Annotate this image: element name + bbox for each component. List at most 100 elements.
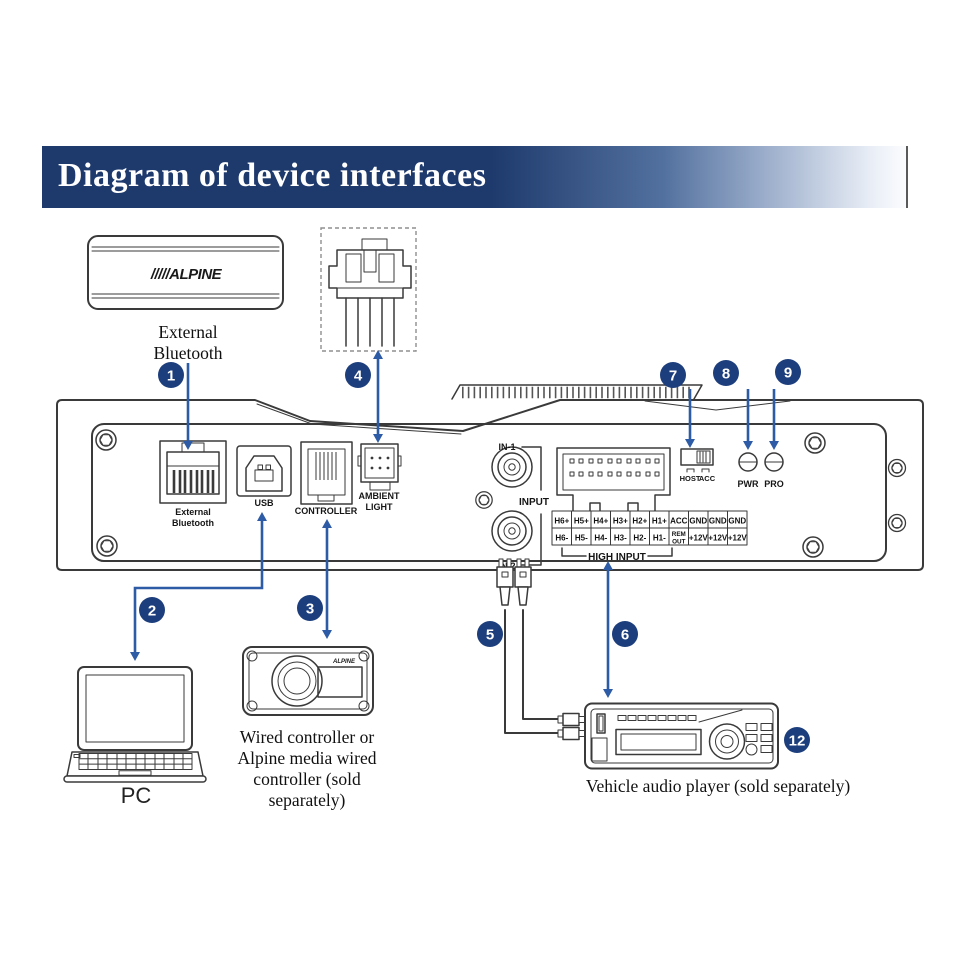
- arrow-3-head-down: [322, 630, 332, 639]
- pc-drawing: [63, 666, 207, 783]
- terminal-cell: H3-: [614, 534, 627, 543]
- in1-label: IN-1: [498, 442, 515, 452]
- controller-jack-pins: [315, 452, 337, 480]
- rca-cable-assembly: [496, 558, 588, 741]
- bluetooth-module-ridges: [91, 246, 280, 299]
- player-small-buttons: [745, 723, 773, 753]
- terminal-cell: H1+: [652, 517, 667, 526]
- arrow-4-head-down: [373, 434, 383, 443]
- connector-center-key: [363, 249, 377, 273]
- arrow-2-head-down: [130, 652, 140, 661]
- ambient-tab: [369, 481, 391, 491]
- acc-label: ACC: [699, 474, 716, 483]
- laptop-power-button: [73, 754, 81, 758]
- chassis-crease-right: [644, 400, 791, 411]
- high-input-terminal-block: H6+ H5+ H4+ H3+ H2+ H1+ ACC GND GND GND …: [551, 510, 748, 557]
- arrow-4-head-up: [373, 350, 383, 359]
- player-button-row: [617, 715, 697, 721]
- screw-flange-bottom: [887, 513, 907, 533]
- callout-6: 6: [612, 621, 638, 647]
- rca-input-jacks: [491, 446, 542, 566]
- terminal-cell: H4+: [593, 517, 608, 526]
- terminal-cell: H6+: [554, 517, 569, 526]
- screw-top-right: [804, 432, 826, 454]
- wired-controller-drawing: ALPINE: [242, 646, 374, 716]
- pwr-indicator: [738, 452, 758, 472]
- terminal-cell: GND: [709, 517, 727, 526]
- ext-bt-label-line2: Bluetooth: [172, 518, 214, 528]
- harness-socket-inner: [562, 453, 665, 491]
- arrow-1-head: [183, 441, 193, 450]
- terminal-cell: H3+: [613, 517, 628, 526]
- audio-player-drawing: [584, 702, 779, 770]
- laptop-screen: [85, 674, 185, 743]
- player-left-panel: [591, 737, 608, 762]
- screw-flange-top: [887, 458, 907, 478]
- svg-text:4: 4: [354, 368, 363, 385]
- callout-2: 2: [139, 597, 165, 623]
- usb-b-inner: [254, 469, 274, 482]
- dashed-outline: [320, 227, 417, 352]
- page-title: Diagram of device interfaces: [58, 157, 487, 194]
- svg-text:2: 2: [148, 603, 156, 620]
- high-input-label: HIGH INPUT: [588, 552, 646, 563]
- terminal-cell: H1-: [653, 534, 666, 543]
- ambient-light-port: [357, 443, 402, 491]
- svg-text:3: 3: [306, 601, 314, 618]
- player-crease: [698, 709, 743, 723]
- controller-port: [300, 441, 353, 505]
- switch-knob: [696, 450, 711, 464]
- arrow-6-head-up: [603, 561, 613, 570]
- plug-left: [496, 558, 514, 606]
- terminal-cell: +12V: [689, 534, 709, 543]
- usb-label: USB: [254, 498, 274, 508]
- ext-bt-label-line1: External: [175, 507, 211, 517]
- switch-position-marks: [686, 468, 710, 473]
- title-banner: Diagram of device interfaces: [42, 146, 908, 208]
- arrow-8-head: [743, 441, 753, 450]
- connector-top-tab: [361, 238, 388, 251]
- player-knob: [708, 723, 746, 760]
- switch-knob-ridges: [699, 451, 707, 463]
- terminal-cell: H2-: [633, 534, 646, 543]
- harness-connector-box: [320, 227, 417, 352]
- pwr-label: PWR: [738, 479, 759, 489]
- screw-bottom-right: [802, 536, 824, 558]
- connector-wires: [345, 297, 395, 347]
- pro-label: PRO: [764, 479, 784, 489]
- callout-4: 4: [345, 362, 371, 388]
- alpine-logo: /////ALPINE: [150, 266, 223, 283]
- terminal-cell: H5+: [574, 517, 589, 526]
- plug-right: [514, 558, 532, 606]
- rear-panel-face: [91, 423, 887, 562]
- svg-text:7: 7: [669, 368, 677, 385]
- player-round-button: [745, 743, 758, 756]
- leader-arrows: [130, 350, 779, 698]
- pc-caption: PC: [121, 783, 152, 808]
- arrow-6-head-down: [603, 689, 613, 698]
- controller-caption-line1: Wired controller or: [240, 727, 375, 747]
- screw-bottom-left: [96, 535, 118, 557]
- terminal-cell: +12V: [728, 534, 748, 543]
- player-usb-slot-inner: [598, 715, 604, 732]
- connector-slot-left: [345, 253, 362, 283]
- terminal-cell: H6-: [555, 534, 568, 543]
- high-input-bracket: [561, 547, 673, 557]
- svg-text:6: 6: [621, 627, 629, 644]
- rca-plug-lower: [557, 726, 588, 741]
- controller-caption-line2: Alpine media wired: [238, 748, 377, 768]
- svg-text:8: 8: [722, 366, 730, 383]
- player-display: [615, 728, 702, 756]
- switch-body: [680, 448, 714, 466]
- connector-body: [328, 249, 412, 299]
- controller-faceplate: [248, 652, 368, 710]
- rca-wires: [504, 609, 560, 734]
- bluetooth-caption-line2: Bluetooth: [153, 343, 222, 363]
- laptop-screen-bezel: [77, 666, 193, 751]
- callout-5: 5: [477, 621, 503, 647]
- player-display-inner: [620, 733, 697, 751]
- player-usb-slot: [596, 713, 606, 734]
- ext-bt-jack-pins: [172, 470, 215, 493]
- controller-knob-outer: [271, 655, 323, 707]
